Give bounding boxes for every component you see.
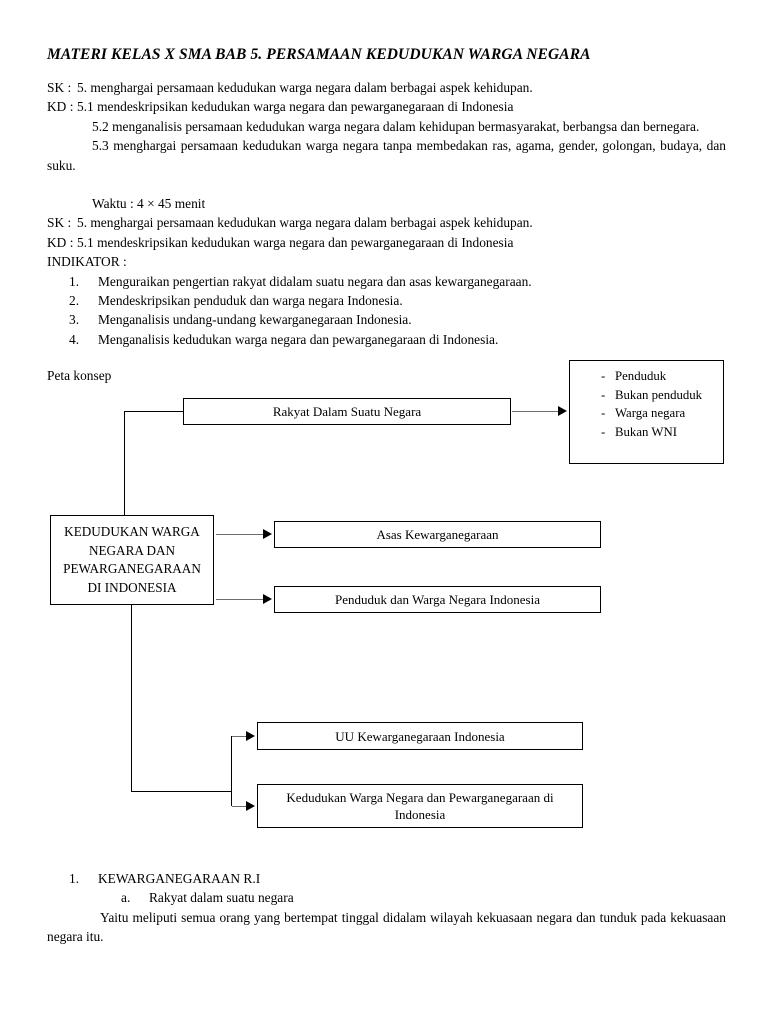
bottom-item-1a-number: a. bbox=[121, 890, 131, 906]
arrow-root-to-asas-line bbox=[216, 534, 264, 536]
kd-label: KD : bbox=[47, 99, 74, 115]
list-item-label: Bukan WNI bbox=[615, 424, 677, 439]
kd-line-2: KD :5.1 mendeskripsikan kedudukan warga … bbox=[47, 233, 726, 252]
waktu-line: Waktu : 4 × 45 menit bbox=[92, 196, 206, 212]
arrow-split-to-kedudukan-head bbox=[246, 801, 255, 811]
sk-line-2: SK : 5. menghargai persamaan kedudukan wa… bbox=[47, 213, 726, 232]
node-rakyat-dalam-suatu-negara[interactable]: Rakyat Dalam Suatu Negara bbox=[183, 398, 511, 425]
kd-53-text: 5.3 menghargai persamaan kedudukan warga… bbox=[47, 138, 730, 173]
list-item: 4. Menganalisis kedudukan warga negara da… bbox=[47, 330, 726, 349]
dash-bullet: - bbox=[601, 406, 606, 421]
list-item-number: 2. bbox=[69, 293, 80, 309]
list-item: 2. Mendeskripsikan penduduk dan warga neg… bbox=[47, 291, 726, 310]
sk-text: 5. menghargai persamaan kedudukan warga … bbox=[77, 80, 533, 95]
kd-text: 5.1 mendeskripsikan kedudukan warga nega… bbox=[77, 99, 514, 115]
list-item-number: 1. bbox=[69, 273, 80, 289]
node-penduduk-list[interactable]: -Penduduk -Bukan penduduk -Warga negara … bbox=[569, 360, 724, 464]
node-penduduk-warga-negara-indonesia[interactable]: Penduduk dan Warga Negara Indonesia bbox=[274, 586, 601, 613]
arrow-root-to-penduduk-head bbox=[263, 594, 272, 604]
bottom-item-1-label: KEWARGANEGARAAN R.I bbox=[98, 871, 261, 886]
node-uu-kewarganegaraan-indonesia[interactable]: UU Kewarganegaraan Indonesia bbox=[257, 722, 583, 750]
arrow-rakyat-to-list-line bbox=[512, 411, 559, 413]
list-item: 3. Menganalisis undang-undang kewarganega… bbox=[47, 310, 726, 329]
arrow-split-to-kedudukan-line bbox=[232, 806, 248, 808]
list-item-label: Bukan penduduk bbox=[615, 387, 703, 402]
connector-root-to-bottom-horizontal bbox=[131, 791, 232, 793]
kd-text-2: 5.1 mendeskripsikan kedudukan warga nega… bbox=[77, 234, 514, 250]
bottom-section: 1. KEWARGANEGARAAN R.I a. Rakyat dalam sua… bbox=[47, 869, 726, 947]
list-item-number: 3. bbox=[69, 312, 80, 328]
kd-52-text: 5.2 menganalisis persamaan kedudukan war… bbox=[92, 118, 700, 134]
bottom-paragraph: Yaitu meliputi semua orang yang bertempa… bbox=[47, 909, 726, 945]
page-title: MATERI KELAS X SMA BAB 5. PERSAMAAN KEDU… bbox=[47, 46, 591, 63]
node-asas-kewarganegaraan[interactable]: Asas Kewarganegaraan bbox=[274, 521, 601, 548]
arrow-rakyat-to-list-head bbox=[558, 406, 567, 416]
list-item: -Warga negara bbox=[580, 404, 719, 423]
bottom-item-1-number: 1. bbox=[69, 871, 80, 886]
bottom-item-1: 1. KEWARGANEGARAAN R.I bbox=[47, 869, 726, 888]
list-item: 1. Menguraikan pengertian rakyat didalam … bbox=[47, 272, 726, 291]
connector-root-to-bottom-vertical bbox=[131, 605, 133, 792]
list-item-label: Menguraikan pengertian rakyat didalam su… bbox=[98, 273, 532, 289]
sk-text-2: 5. menghargai persamaan kedudukan warga … bbox=[77, 215, 533, 231]
connector-bottom-split-vertical bbox=[231, 736, 233, 806]
concept-map-caption: Peta konsep bbox=[47, 368, 112, 383]
arrow-root-to-asas-head bbox=[263, 529, 272, 539]
arrow-split-to-uu-line bbox=[232, 736, 248, 738]
sk-line: SK : 5. menghargai persamaan kedudukan wa… bbox=[47, 78, 726, 97]
list-item: -Penduduk bbox=[580, 367, 719, 386]
node-kedudukan-warga-negara-root[interactable]: KEDUDUKAN WARGA NEGARA DAN PEWARGANEGARA… bbox=[50, 515, 214, 605]
indikator-list: 1. Menguraikan pengertian rakyat didalam … bbox=[47, 272, 726, 350]
dash-bullet: - bbox=[601, 369, 606, 383]
list-item-label: Mendeskripsikan penduduk dan warga negar… bbox=[98, 293, 403, 309]
kd-53-line: 5.3 menghargai persamaan kedudukan warga… bbox=[47, 136, 726, 175]
dash-bullet: - bbox=[601, 387, 606, 402]
list-item-label: Menganalisis kedudukan warga negara dan … bbox=[98, 331, 499, 347]
list-item-number: 4. bbox=[69, 331, 80, 347]
list-item: -Bukan penduduk bbox=[580, 386, 719, 405]
standards-section: SK : 5. menghargai persamaan kedudukan wa… bbox=[47, 78, 726, 349]
arrow-root-to-penduduk-line bbox=[216, 599, 264, 601]
kd-line: KD :5.1 mendeskripsikan kedudukan warga … bbox=[47, 97, 726, 116]
bottom-item-1a-label: Rakyat dalam suatu negara bbox=[149, 890, 294, 906]
kd-52-line: 5.2 menganalisis persamaan kedudukan war… bbox=[47, 117, 726, 136]
list-item-label: Menganalisis undang-undang kewarganegara… bbox=[98, 312, 412, 328]
arrow-split-to-uu-head bbox=[246, 731, 255, 741]
indikator-label: INDIKATOR : bbox=[47, 254, 127, 270]
bottom-item-1a: a. Rakyat dalam suatu negara bbox=[47, 888, 726, 907]
list-item-label: Warga negara bbox=[615, 406, 686, 421]
connector-root-to-rakyat-vertical bbox=[124, 411, 126, 516]
penduduk-list: -Penduduk -Bukan penduduk -Warga negara … bbox=[580, 367, 719, 441]
kd-label-2: KD : bbox=[47, 234, 74, 250]
list-item-label: Penduduk bbox=[615, 369, 667, 383]
sk-label-2: SK : bbox=[47, 215, 72, 231]
node-kedudukan-warga-negara-pewarganegaraan[interactable]: Kedudukan Warga Negara dan Pewarganegara… bbox=[257, 784, 583, 828]
sk-label: SK : bbox=[47, 80, 72, 95]
connector-root-to-rakyat-horizontal bbox=[124, 411, 184, 413]
dash-bullet: - bbox=[601, 424, 606, 439]
list-item: -Bukan WNI bbox=[580, 423, 719, 442]
